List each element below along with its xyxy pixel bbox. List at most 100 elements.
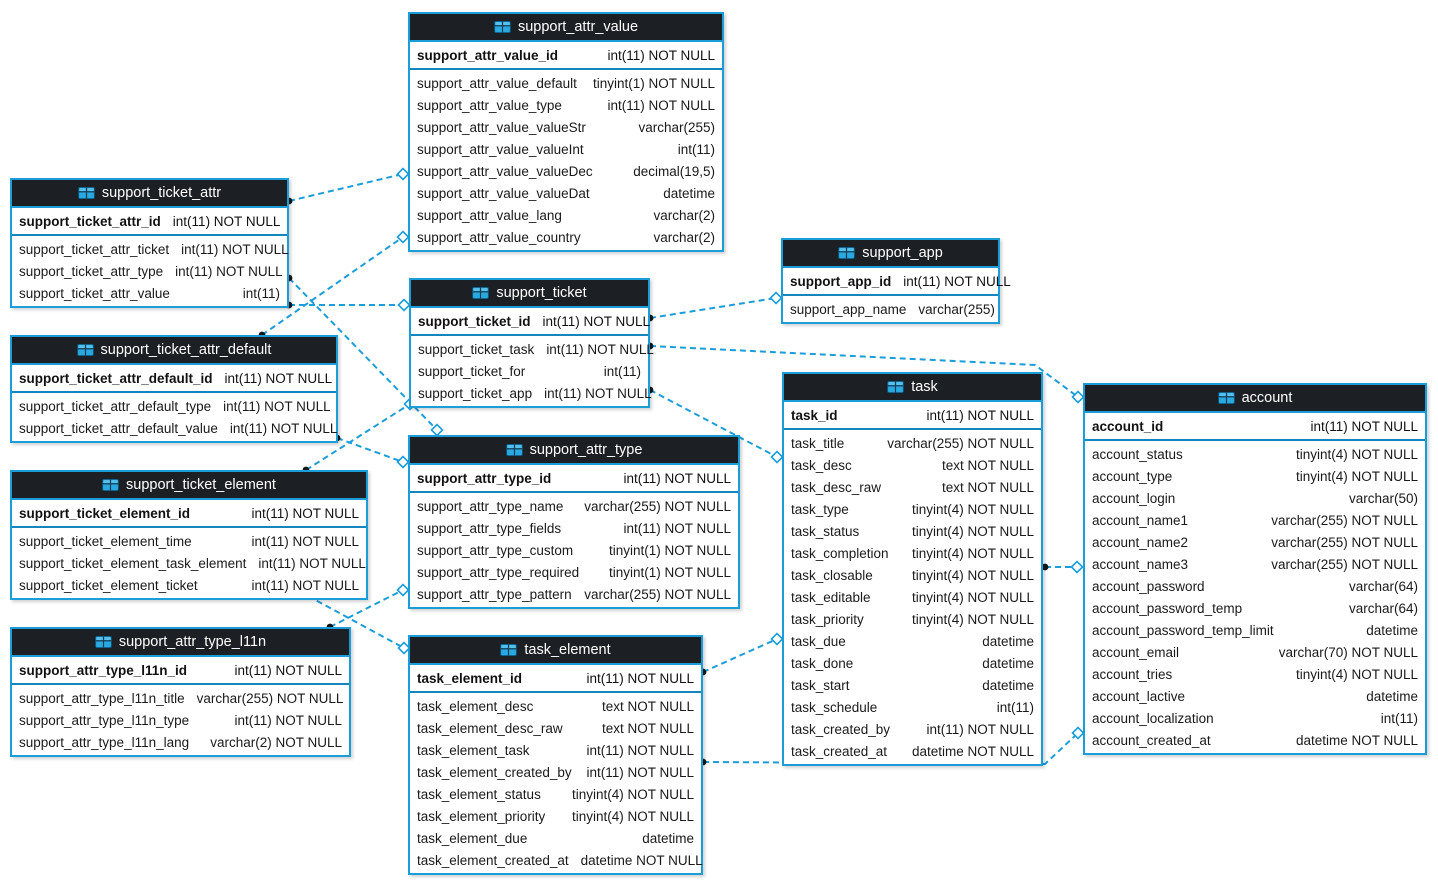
erd-table-account[interactable]: account account_id int(11) NOT NULL acco…	[1083, 383, 1427, 755]
primary-key-row: support_app_id int(11) NOT NULL	[783, 268, 1011, 296]
erd-table-task[interactable]: task task_id int(11) NOT NULL task_title…	[782, 372, 1043, 766]
table-header[interactable]: task_element	[410, 637, 701, 665]
relationship-support_ticket_attr-to-support_attr_value[interactable]	[285, 167, 410, 205]
column-type: tinyint(4) NOT NULL	[911, 611, 1034, 627]
column-type: tinyint(4) NOT NULL	[911, 523, 1034, 539]
column-type: varchar(255) NOT NULL	[584, 498, 731, 514]
one-end-diamond	[396, 455, 410, 469]
column-name: support_ticket_id	[418, 313, 531, 329]
table-header[interactable]: support_attr_type	[410, 437, 738, 465]
one-end-diamond	[430, 423, 444, 437]
column-name: support_ticket_element_ticket	[19, 577, 198, 593]
column-type: varchar(255)	[918, 301, 995, 317]
erd-table-task_element[interactable]: task_element task_element_id int(11) NOT…	[408, 635, 703, 875]
column-type: int(11) NOT NULL	[607, 47, 715, 63]
one-end-diamond	[770, 632, 784, 646]
relationship-task_element-to-task[interactable]	[699, 632, 784, 676]
column-name: task_closable	[791, 567, 873, 583]
column-type: tinyint(4) NOT NULL	[911, 545, 1034, 561]
table-header[interactable]: support_attr_type_l11n	[12, 629, 349, 657]
column-name: support_ticket_attr_ticket	[19, 241, 170, 257]
column-type: tinyint(1) NOT NULL	[608, 564, 731, 580]
column-type: tinyint(4) NOT NULL	[1295, 666, 1418, 682]
column-type: datetime NOT NULL	[580, 852, 703, 868]
primary-key-row: task_element_id int(11) NOT NULL	[410, 665, 701, 693]
table-header[interactable]: support_ticket	[411, 280, 648, 308]
table-grid-icon	[472, 287, 490, 299]
column-type: varchar(255) NOT NULL	[1271, 556, 1418, 572]
erd-table-support_attr_type[interactable]: support_attr_type support_attr_type_id i…	[408, 435, 740, 609]
column-type: tinyint(1) NOT NULL	[592, 75, 715, 91]
column-type: datetime NOT NULL	[1295, 732, 1418, 748]
column-name: task_type	[791, 501, 849, 517]
column-name: task_id	[791, 407, 838, 423]
erd-table-support_attr_value[interactable]: support_attr_value support_attr_value_id…	[408, 12, 724, 252]
table-header[interactable]: support_attr_value	[410, 14, 722, 42]
erd-table-support_ticket_attr[interactable]: support_ticket_attr support_ticket_attr_…	[10, 178, 289, 308]
relationship-support_attr_type_l11n-to-support_attr_type[interactable]	[326, 583, 410, 631]
table-grid-icon	[78, 187, 95, 199]
table-header[interactable]: support_ticket_attr_default	[12, 337, 336, 365]
column-name: task_element_created_at	[417, 852, 569, 868]
erd-table-support_ticket_attr_default[interactable]: support_ticket_attr_default support_tick…	[10, 335, 338, 443]
erd-table-support_attr_type_l11n[interactable]: support_attr_type_l11n support_attr_type…	[10, 627, 351, 757]
column-name: task_schedule	[791, 699, 878, 715]
relationship-support_ticket_attr_default-to-support_attr_type[interactable]	[333, 434, 410, 469]
column-type: varchar(255) NOT NULL	[1271, 512, 1418, 528]
relationship-support_ticket-to-support_app[interactable]	[646, 291, 783, 322]
column-type: int(11) NOT NULL	[251, 505, 359, 521]
column-name: task_element_id	[417, 670, 523, 686]
erd-table-support_ticket[interactable]: support_ticket support_ticket_id int(11)…	[409, 278, 654, 408]
column-type: varchar(255) NOT NULL	[1271, 534, 1418, 550]
column-type: tinyint(4) NOT NULL	[911, 567, 1034, 583]
table-name: support_app	[862, 245, 943, 261]
column-name: support_attr_type_fields	[417, 520, 562, 536]
one-end-diamond	[397, 298, 411, 312]
column-name: task_element_desc	[417, 698, 534, 714]
column-name: task_editable	[791, 589, 871, 605]
table-header[interactable]: support_ticket_element	[12, 472, 366, 500]
table-header[interactable]: account	[1085, 385, 1425, 413]
column-name: task_done	[791, 655, 854, 671]
table-header[interactable]: support_app	[783, 240, 998, 268]
column-name: account_name3	[1092, 556, 1189, 572]
table-grid-icon	[500, 644, 518, 656]
column-type: int(11) NOT NULL	[181, 241, 289, 257]
column-row: account_name3 varchar(255) NOT NULL	[1085, 553, 1425, 575]
table-header[interactable]: task	[784, 374, 1041, 402]
column-name: account_id	[1092, 418, 1164, 434]
column-type: int(11) NOT NULL	[251, 533, 359, 549]
table-header[interactable]: support_ticket_attr	[12, 180, 287, 208]
table-name: task	[911, 379, 938, 395]
column-type: tinyint(1) NOT NULL	[608, 542, 731, 558]
column-name: task_element_status	[417, 786, 541, 802]
column-type: int(11) NOT NULL	[586, 764, 694, 780]
column-name: support_attr_value_type	[417, 97, 562, 113]
erd-table-support_app[interactable]: support_app support_app_id int(11) NOT N…	[781, 238, 1011, 324]
relationship-task-to-account[interactable]	[1041, 560, 1084, 574]
erd-table-support_ticket_element[interactable]: support_ticket_element support_ticket_el…	[10, 470, 368, 600]
column-type: int(11) NOT NULL	[586, 742, 694, 758]
